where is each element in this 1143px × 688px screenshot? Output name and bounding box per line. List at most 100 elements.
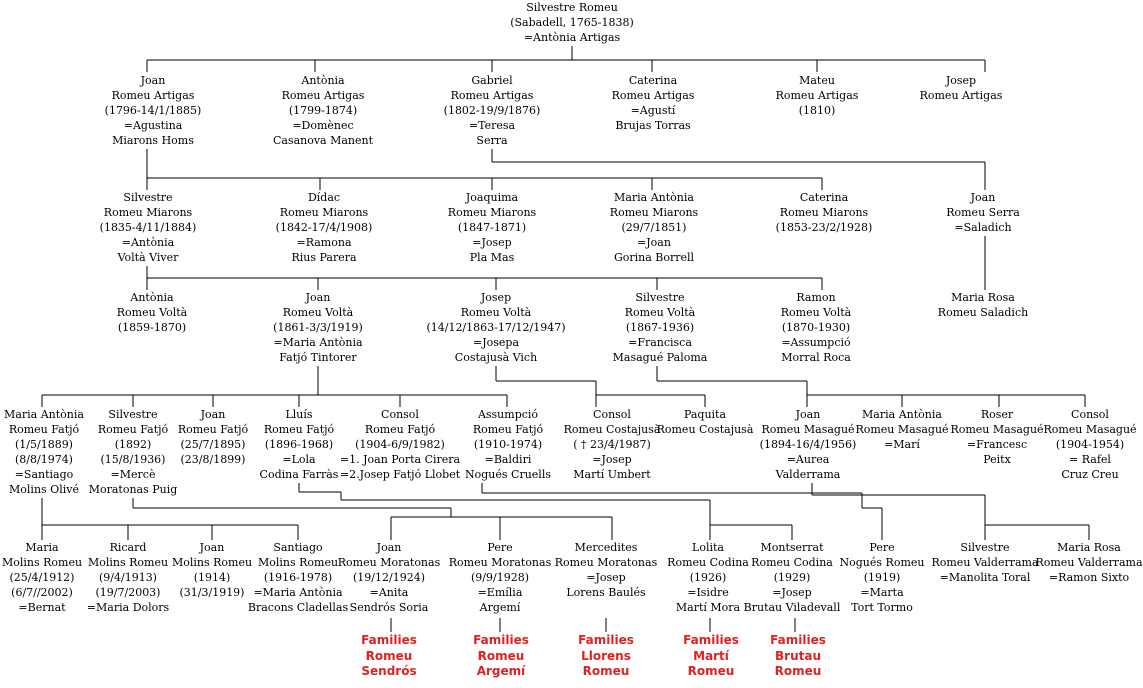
- family-link-line: Sendrós: [361, 664, 417, 678]
- person-line: Romeu Masagué: [950, 423, 1044, 436]
- person-line: Romeu Moratonas: [554, 556, 658, 569]
- person-line: (1799-1874): [288, 104, 358, 117]
- person-line: Romeu Miarons: [279, 206, 369, 219]
- person-line: =Marta: [860, 586, 904, 599]
- family-link-line: Families: [770, 633, 826, 647]
- person-line: Mateu: [799, 74, 835, 87]
- person-line: Valderrama: [775, 468, 841, 481]
- person-line: Romeu Miarons: [609, 206, 699, 219]
- family-link-line: Families: [361, 633, 417, 647]
- person-line: Cruz Creu: [1061, 468, 1119, 481]
- person-line: Santiago: [273, 541, 323, 554]
- person-line: Morral Roca: [781, 351, 851, 364]
- person-line: Romeu Moratonas: [448, 556, 552, 569]
- person-line: (9/4/1913): [98, 571, 157, 584]
- person-line: Voltà Viver: [117, 251, 179, 264]
- person-line: Nogués Cruells: [465, 468, 551, 481]
- person-line: (1810): [798, 104, 836, 117]
- person-line: (14/12/1863-17/12/1947): [426, 321, 566, 334]
- person-line: (1853-23/2/1928): [775, 221, 873, 234]
- person-line: =Josep: [586, 571, 626, 584]
- person-line: Romeu Voltà: [282, 306, 354, 319]
- person-line: Joan: [795, 408, 821, 421]
- person-line: Lorens Baulés: [566, 586, 646, 599]
- family-link-line: Romeu: [774, 664, 822, 678]
- person-line: =2.Josep Fatjó Llobet: [339, 468, 461, 481]
- person-line: Romeu Fatjó: [263, 423, 335, 436]
- person-line: Romeu Fatjó: [472, 423, 544, 436]
- person-line: (1796-14/1/1885): [104, 104, 202, 117]
- person-line: (Sabadell, 1765-1838): [510, 16, 634, 29]
- person-line: =Bernat: [18, 601, 66, 614]
- person-line: =Santiago: [14, 468, 74, 481]
- person-line: =Agustí: [630, 104, 676, 117]
- person-line: Joan: [305, 291, 331, 304]
- family-link-line: Romeu: [365, 648, 413, 663]
- person-line: =Josep: [592, 453, 632, 466]
- person-line: =Emília: [477, 586, 523, 599]
- person-line: Romeu Saladich: [937, 306, 1029, 319]
- person-line: Romeu Fatjó: [364, 423, 436, 436]
- person-line: (6/7//2002): [11, 586, 73, 599]
- person-line: =Marí: [884, 438, 920, 451]
- person-line: (8/8/1974): [14, 453, 73, 466]
- person-line: Romeu Costajusà: [656, 423, 754, 436]
- person-line: Masagué Paloma: [612, 351, 708, 364]
- person-line: Molins Romeu: [1, 556, 83, 569]
- person-line: Romeu Masagué: [1043, 423, 1137, 436]
- family-link-line: Romeu: [687, 664, 735, 678]
- person-line: Moratonas Puig: [88, 483, 178, 496]
- person-line: (1892): [114, 438, 152, 451]
- person-line: Maria: [25, 541, 59, 554]
- person-line: (1910-1974): [473, 438, 543, 451]
- person-line: Romeu Codina: [667, 556, 749, 569]
- person-line: =Joan: [637, 236, 671, 249]
- family-link-line: Argemí: [476, 664, 526, 678]
- person-line: (1919): [863, 571, 901, 584]
- person-line: Martí Mora: [675, 601, 741, 614]
- family-link-line: Martí: [693, 648, 729, 663]
- person-line: (1929): [773, 571, 811, 584]
- person-line: (23/8/1899): [180, 453, 246, 466]
- family-link-line: Families: [683, 633, 739, 647]
- person-line: (1847-1871): [457, 221, 527, 234]
- person-line: Romeu Fatjó: [8, 423, 80, 436]
- person-line: =Mercè: [110, 468, 156, 481]
- person-line: ( † 23/4/1987): [573, 438, 651, 451]
- person-line: Roser: [980, 408, 1014, 421]
- person-line: =Maria Antònia: [253, 586, 343, 599]
- person-line: (1916-1978): [263, 571, 333, 584]
- person-line: Maria Antònia: [862, 408, 942, 421]
- person-line: =Antònia: [121, 236, 175, 249]
- person-line: Romeu Valderrama: [1035, 556, 1143, 569]
- person-line: =Josep: [772, 586, 812, 599]
- person-line: Romeu Masagué: [855, 423, 949, 436]
- person-line: =Manolita Toral: [939, 571, 1031, 584]
- person-line: (1926): [689, 571, 727, 584]
- person-line: =Francisca: [628, 336, 692, 349]
- person-line: =Isidre: [687, 586, 729, 599]
